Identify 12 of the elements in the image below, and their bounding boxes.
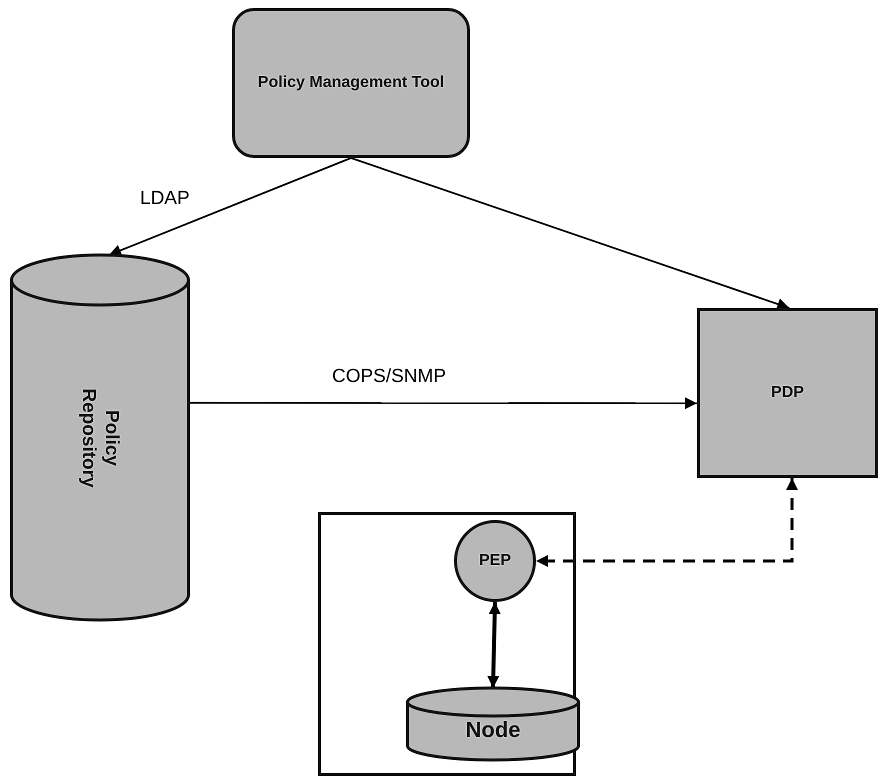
arrow xyxy=(350,157,790,310)
process-box xyxy=(697,308,878,478)
node-label: Policy Repository xyxy=(77,386,123,490)
node-label: PEP xyxy=(478,552,512,570)
node-label: Node xyxy=(464,717,522,743)
arrow xyxy=(487,602,501,688)
node-label: Policy Management Tool xyxy=(256,74,446,92)
rounded-box xyxy=(232,8,470,158)
dashed-arrow xyxy=(536,478,798,567)
arrow xyxy=(108,157,352,256)
arrow xyxy=(190,397,697,410)
node-label: PDP xyxy=(770,384,805,402)
